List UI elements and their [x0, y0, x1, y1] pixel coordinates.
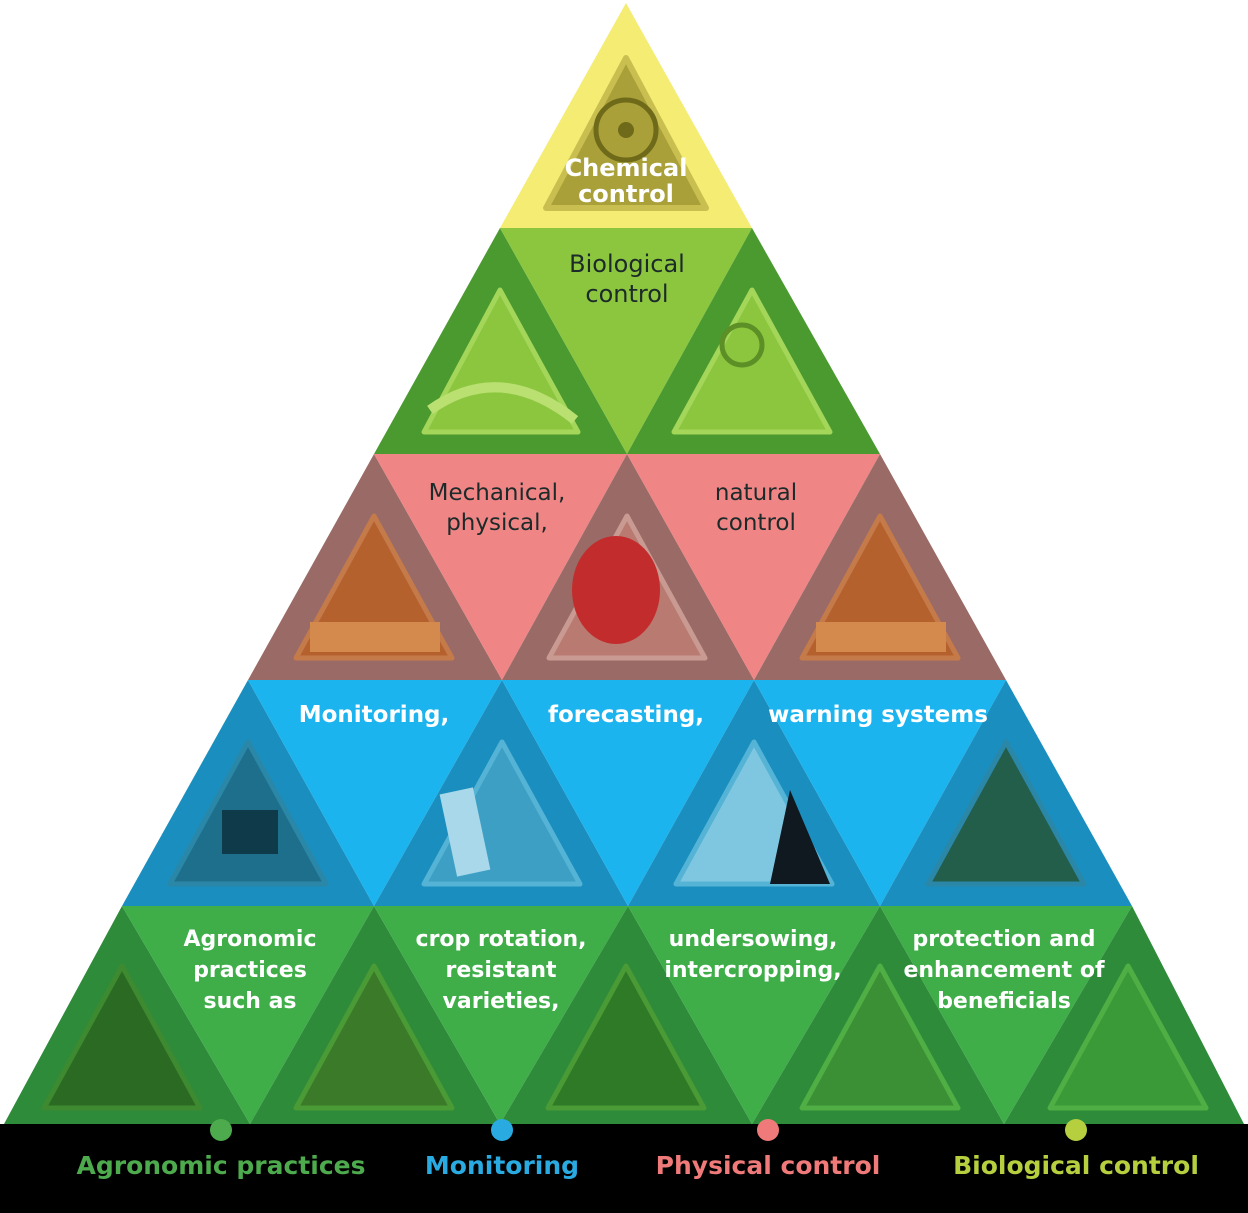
physical-text-2-line-1: natural: [715, 480, 797, 506]
monitoring-tier-seg-2: [248, 680, 502, 906]
field-sensor-photo: [925, 739, 1087, 887]
tier-chemical: Chemical control: [500, 3, 752, 228]
nozzle-photo-detail: [593, 97, 659, 163]
agronomic-text-2-line-3: varieties,: [443, 989, 560, 1014]
agronomic-text-1-line-1: Agronomic: [183, 927, 316, 952]
legend-label-monitoring: Monitoring: [425, 1151, 579, 1180]
monitoring-text-1: Monitoring,: [299, 702, 450, 728]
legend-dot-physical: [757, 1119, 779, 1141]
agronomic-text-3-line-2: intercropping,: [664, 958, 841, 983]
physical-tier-seg-4: [627, 454, 880, 680]
field-photo: [293, 963, 455, 1111]
grassland-photo: [1047, 963, 1209, 1111]
tier-biological: Biological control: [374, 228, 880, 454]
legend-label-biological: Biological control: [953, 1151, 1199, 1180]
legend-dot-agronomic: [210, 1119, 232, 1141]
computer-screen-photo-monitor: [222, 810, 278, 854]
legend-bar: [0, 1124, 1248, 1213]
insect-on-leaf-photo-detail: [427, 382, 579, 424]
insect-trap-photo-card: [439, 787, 491, 877]
tier-physical: Mechanical, physical, natural control: [248, 454, 1006, 680]
agronomic-text-2-line-1: crop rotation,: [416, 927, 587, 952]
smartphone-photo-screen: [770, 790, 830, 884]
agronomic-tier-seg-8: [880, 906, 1132, 1124]
forest-photo: [41, 963, 203, 1111]
legend: Agronomic practices Monitoring Physical …: [0, 1119, 1248, 1213]
meadow-photo: [799, 963, 961, 1111]
biological-label-line-1: Biological: [569, 250, 685, 278]
legend-dot-monitoring: [491, 1119, 513, 1141]
nozzle-photo-detail-center: [618, 122, 634, 138]
apple-photo-fruit: [572, 536, 660, 644]
legend-dot-biological: [1065, 1119, 1087, 1141]
agronomic-text-4-line-2: enhancement of: [903, 958, 1105, 983]
hedgerow-photo-ground: [310, 622, 440, 652]
physical-text-1-line-1: Mechanical,: [429, 480, 566, 506]
crop-photo: [545, 963, 707, 1111]
agronomic-text-4-line-1: protection and: [913, 927, 1096, 952]
agronomic-text-1-line-2: practices: [193, 958, 307, 983]
monitoring-text-2: forecasting,: [548, 702, 704, 728]
monitoring-tier-seg-4: [502, 680, 754, 906]
tier-monitoring: Monitoring, forecasting, warning systems: [122, 680, 1132, 906]
monitoring-tier-seg-6: [754, 680, 1006, 906]
agronomic-tier-seg-4: [374, 906, 628, 1124]
agronomic-tier-seg-2: [122, 906, 374, 1124]
agronomic-text-1-line-3: such as: [203, 989, 296, 1014]
legend-label-physical: Physical control: [656, 1151, 881, 1180]
agronomic-tier-seg-6: [628, 906, 880, 1124]
biological-tier-center: [500, 228, 752, 454]
physical-text-1-line-2: physical,: [446, 510, 548, 536]
hedgerow-photo-2-ground: [816, 622, 946, 652]
monitoring-text-3: warning systems: [768, 702, 988, 728]
biological-label-line-2: control: [585, 280, 668, 308]
spore-on-leaf-photo-detail: [719, 322, 765, 368]
chemical-label-line-1: Chemical: [565, 154, 688, 182]
agronomic-text-3-line-1: undersowing,: [669, 927, 838, 952]
legend-label-agronomic: Agronomic practices: [77, 1151, 366, 1180]
tier-agronomic: Agronomic practices such as crop rotatio…: [4, 906, 1244, 1124]
agronomic-text-2-line-2: resistant: [445, 958, 557, 983]
agronomic-text-4-line-3: beneficials: [937, 989, 1071, 1014]
physical-text-2-line-2: control: [716, 510, 796, 536]
chemical-label-line-2: control: [578, 180, 674, 208]
physical-tier-seg-2: [374, 454, 627, 680]
